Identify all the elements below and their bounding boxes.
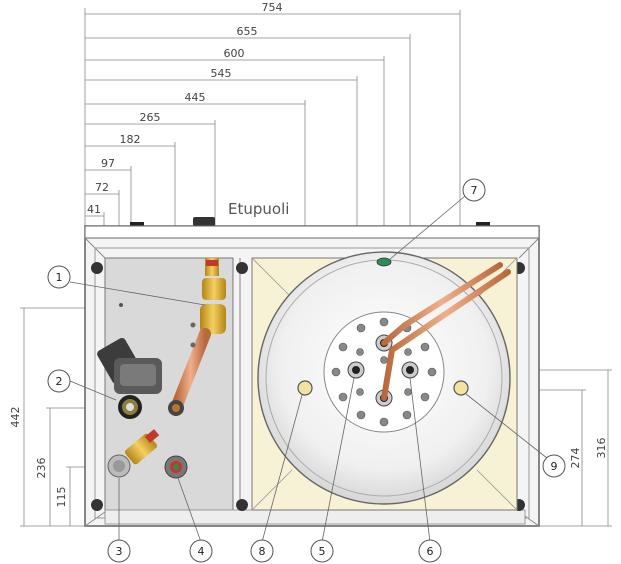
svg-text:1: 1 (56, 271, 63, 284)
dim-72: 72 (95, 181, 109, 194)
svg-text:5: 5 (319, 545, 326, 558)
bolt-icon (236, 499, 248, 511)
dim-265: 265 (140, 111, 161, 124)
callout-1: 1 (47, 265, 71, 289)
dim-442: 442 (9, 407, 22, 428)
dim-655: 655 (237, 25, 258, 38)
dim-316: 316 (595, 438, 608, 459)
left-dimension-labels: 442 236 115 (9, 407, 68, 508)
dim-236: 236 (35, 458, 48, 479)
dim-274: 274 (569, 448, 582, 469)
circulation-pump (97, 338, 162, 419)
connection-1-valve-assembly (168, 258, 226, 416)
svg-text:9: 9 (551, 460, 558, 473)
bolt-icon (236, 262, 248, 274)
dim-97: 97 (101, 157, 115, 170)
dim-41: 41 (87, 203, 101, 216)
callout-3: 3 (107, 539, 131, 563)
dim-600: 600 (224, 47, 245, 60)
dim-754: 754 (262, 1, 283, 14)
callout-5: 5 (310, 539, 334, 563)
dim-545: 545 (211, 67, 232, 80)
callout-7: 7 (462, 178, 486, 202)
dim-115: 115 (55, 487, 68, 508)
callout-9: 9 (542, 454, 566, 478)
storage-tank (257, 251, 511, 505)
callout-leaders (69, 195, 553, 543)
connection-3-valve (107, 429, 160, 478)
bolt-icon (91, 262, 103, 274)
callout-8: 8 (250, 539, 274, 563)
dim-182: 182 (120, 133, 141, 146)
dim-445: 445 (185, 91, 206, 104)
svg-text:6: 6 (427, 545, 434, 558)
callout-bubbles: 1 2 3 4 5 6 7 8 (47, 178, 566, 563)
svg-text:7: 7 (471, 184, 478, 197)
svg-text:8: 8 (259, 545, 266, 558)
callout-2: 2 (47, 369, 71, 393)
connection-4-fitting (164, 455, 188, 479)
right-dimension-labels: 274 316 (569, 438, 608, 469)
svg-text:4: 4 (198, 545, 205, 558)
callout-6: 6 (418, 539, 442, 563)
horizontal-dimension-labels: 754 655 600 545 445 265 182 97 72 41 (87, 1, 283, 216)
callout-4: 4 (189, 539, 213, 563)
view-title: Etupuoli (228, 200, 289, 218)
svg-text:3: 3 (116, 545, 123, 558)
svg-text:2: 2 (56, 375, 63, 388)
bolt-icon (91, 499, 103, 511)
